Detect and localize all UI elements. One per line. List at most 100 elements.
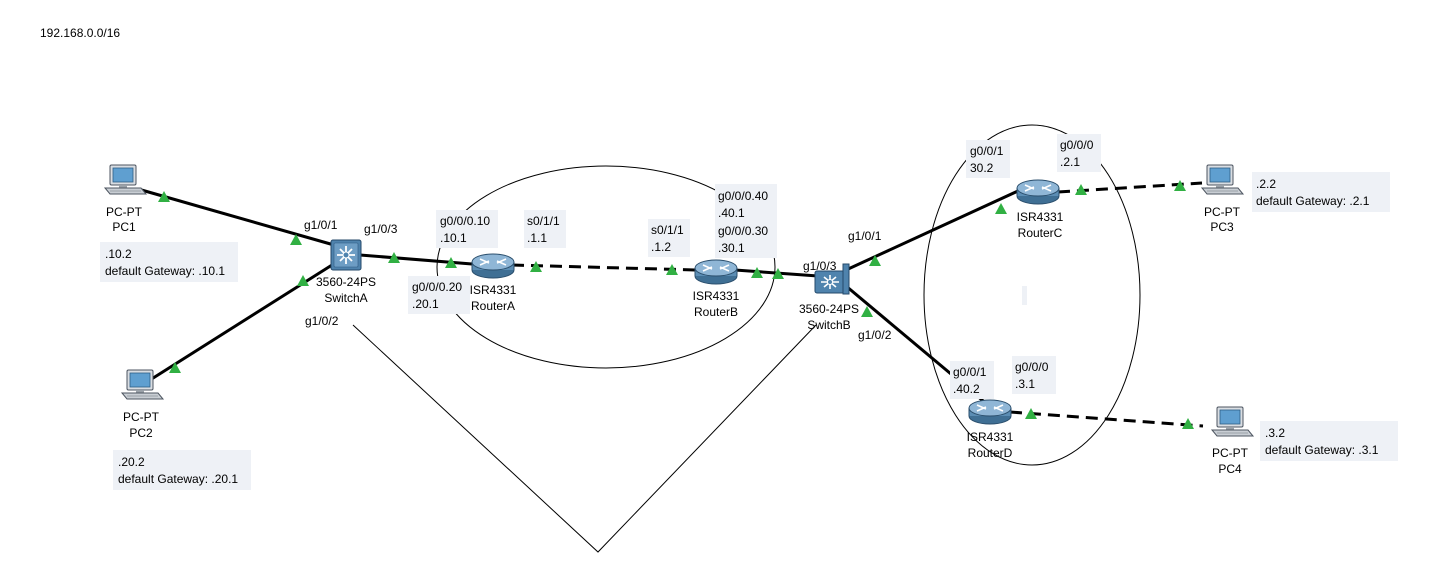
device-type-label: 3560-24PS [316,275,376,289]
device-name-label: PC3 [1210,220,1234,234]
port-labels: g1/0/1 g1/0/3 g1/0/2 g1/0/3 g1/0/1 g1/0/… [304,218,892,342]
routing-domain-oval-left [436,165,776,369]
note-rd-g1-box [950,361,994,399]
device-name-label: PC1 [112,220,136,234]
device-name-label: RouterA [471,299,515,313]
router-icon [694,259,738,285]
note-rb-g0-40-port: g0/0/0.40 [718,189,768,203]
network-address-label: 192.168.0.0/16 [40,26,120,40]
note-pc4-gateway: default Gateway: .3.1 [1265,443,1379,457]
note-pc2-box [113,450,251,490]
link-switcha-routera[interactable] [359,253,473,266]
device-routerc[interactable]: ISR4331 RouterC [1016,179,1064,240]
device-switcha[interactable]: 3560-24PS SwitchA [316,239,376,305]
device-type-label: PC-PT [106,205,143,219]
note-ra-s0-port: s0/1/1 [527,214,560,228]
note-pc2-gateway: default Gateway: .20.1 [118,472,238,486]
device-type-label: ISR4331 [967,430,1014,444]
device-name-label: RouterC [1018,226,1063,240]
pc-icon [1201,164,1244,195]
note-rc-g0-box [1057,134,1101,172]
note-boxes [100,134,1398,490]
stray-note-box [1022,286,1027,305]
note-rc-g0-ip: .2.1 [1060,155,1080,169]
note-pc1-box [100,242,238,282]
port-up-indicator [869,255,881,266]
port-up-indicator [995,203,1007,214]
note-rb-g0-40-ip: .40.1 [718,206,745,220]
device-pc3[interactable]: PC-PT PC3 [1201,164,1244,234]
router-icon [968,399,1012,425]
device-pc4[interactable]: PC-PT PC4 [1211,406,1254,476]
note-rd-g0-port: g0/0/0 [1015,360,1049,374]
device-pc1[interactable]: PC-PT PC1 [104,164,147,234]
note-rb-s0-ip: .1.2 [651,240,671,254]
link-routerd-pc4[interactable] [1009,410,1204,428]
device-type-label: PC-PT [1204,205,1241,219]
note-rc-g1-ip: 30.2 [970,161,994,175]
note-pc3-box [1252,172,1390,212]
note-rb-g0-30-ip: .30.1 [718,241,745,255]
device-name-label: SwitchA [324,291,367,305]
device-routerb[interactable]: ISR4331 RouterB [693,259,740,319]
note-ra-g0-10-ip: .10.1 [440,231,467,245]
device-type-label: PC-PT [1212,446,1249,460]
device-type-label: ISR4331 [470,283,517,297]
note-rb-s0-port: s0/1/1 [651,223,684,237]
note-rb-g0-box [715,184,777,258]
port-label-switchb-g1-0-3: g1/0/3 [803,259,837,273]
port-label-switchb-g1-0-2: g1/0/2 [858,328,892,342]
device-switchb[interactable]: 3560-24PS SwitchB [799,263,859,332]
note-pc2-ip: .20.2 [118,455,145,469]
port-label-switchb-g1-0-1: g1/0/1 [848,229,882,243]
note-ra-g0-20-ip: .20.1 [412,297,439,311]
device-type-label: 3560-24PS [799,302,859,316]
note-rb-g0-30-port: g0/0/0.30 [718,224,768,238]
note-pc3-gateway: default Gateway: .2.1 [1256,194,1370,208]
port-label-switcha-g1-0-1: g1/0/1 [304,218,338,232]
note-pc1-ip: .10.2 [105,247,132,261]
link-pc1-switcha[interactable] [137,187,335,247]
annotations [352,124,1141,553]
note-rc-g1-box [966,140,1010,178]
note-rd-g0-box [1012,356,1056,394]
note-pc4-ip: .3.2 [1265,426,1285,440]
routing-domain-oval-right [923,124,1141,466]
device-name-label: PC2 [129,426,153,440]
note-rd-g0-ip: .3.1 [1015,377,1035,391]
pc-icon [1211,406,1254,437]
multilayer-switch-icon [330,239,362,271]
note-pc1-gateway: default Gateway: .10.1 [105,264,225,278]
note-ra-g0-10-port: g0/0/0.10 [440,214,490,228]
note-ra-s0-ip: .1.1 [527,231,547,245]
device-name-label: RouterB [694,305,738,319]
note-ra-s0-box [524,210,566,248]
link-routera-routerb-serial[interactable] [511,263,698,272]
note-pc3-ip: .2.2 [1256,177,1276,191]
port-label-switcha-g1-0-3: g1/0/3 [364,222,398,236]
device-type-label: ISR4331 [1017,210,1064,224]
note-ra-g0-10-box [436,210,498,248]
note-pc4-box [1260,421,1398,461]
note-ra-g0-20-box [408,276,470,314]
device-type-label: PC-PT [123,410,160,424]
device-name-label: SwitchB [807,318,850,332]
device-name-label: RouterD [968,446,1013,460]
note-ra-g0-20-port: g0/0/0.20 [412,280,462,294]
port-label-switcha-g1-0-2: g1/0/2 [305,314,339,328]
note-text: .10.2 default Gateway: .10.1 .20.2 defau… [105,138,1379,486]
note-rc-g0-port: g0/0/0 [1060,138,1094,152]
note-rb-s0-box [648,219,690,257]
note-rd-g1-port: g0/0/1 [953,365,987,379]
device-routera[interactable]: ISR4331 RouterA [470,253,517,313]
annotation-connector-line [352,324,817,553]
router-icon [471,253,515,279]
device-type-label: ISR4331 [693,289,740,303]
note-rd-g1-ip: .40.2 [953,382,980,396]
router-icon [1016,179,1060,205]
note-rc-g1-port: g0/0/1 [970,144,1004,158]
device-pc2[interactable]: PC-PT PC2 [121,369,164,440]
pc-icon [104,164,147,195]
device-name-label: PC4 [1218,462,1242,476]
device-routerd[interactable]: ISR4331 RouterD [967,399,1014,460]
